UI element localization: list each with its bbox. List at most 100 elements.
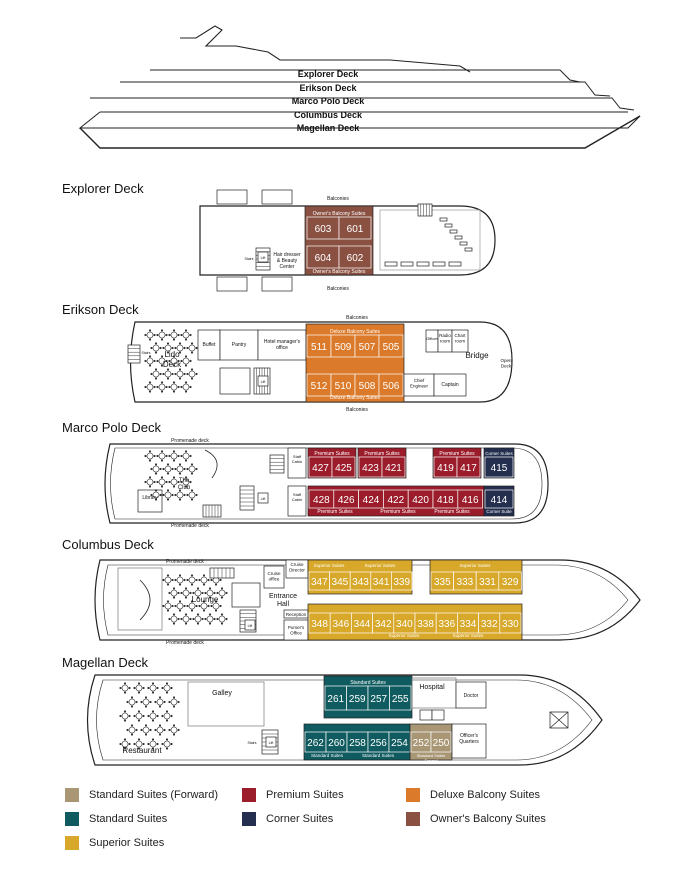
chair	[214, 583, 218, 586]
sunbed-small	[454, 235, 463, 240]
chair	[190, 489, 194, 492]
chair	[137, 719, 141, 722]
magellan-deck-title: Magellan Deck	[62, 655, 148, 670]
suite-group-label: Owner's Balcony Suites	[313, 269, 366, 275]
chair	[208, 622, 212, 625]
open-deck-label: Deck	[501, 364, 512, 369]
chair	[153, 480, 156, 484]
lift-label: Lift	[261, 380, 266, 384]
chair	[168, 480, 171, 484]
promenade-label: Promenade deck	[171, 523, 209, 529]
hair-dresser-label: & Beauty	[277, 258, 298, 264]
lido-table	[164, 370, 172, 378]
chair	[133, 714, 136, 718]
chair	[196, 596, 200, 599]
chair	[144, 385, 147, 389]
sunbed-small	[432, 261, 446, 267]
lounge-table	[182, 589, 190, 597]
chair	[171, 493, 174, 497]
lounge-bar-curve	[139, 579, 151, 621]
chair	[183, 493, 186, 497]
officer-label: Officer	[426, 336, 438, 341]
restaurant-table	[128, 726, 136, 734]
lido-table	[182, 357, 190, 365]
chair	[201, 591, 204, 595]
explorer-deck-title: Explorer Deck	[62, 181, 144, 196]
lido-table	[188, 370, 196, 378]
chair	[183, 467, 186, 471]
lido-table	[146, 357, 154, 365]
chair	[214, 609, 218, 612]
chief-engineer-label: Chief	[414, 378, 425, 383]
service-room	[219, 367, 251, 395]
chair	[184, 329, 188, 332]
cabin-number: 254	[391, 738, 408, 749]
chair	[166, 600, 170, 603]
chair	[160, 381, 164, 384]
cabin-415	[484, 456, 514, 478]
chair	[166, 368, 170, 371]
chair	[207, 604, 210, 608]
chair	[148, 390, 152, 393]
cabin-number: 250	[433, 738, 450, 749]
chair	[180, 385, 183, 389]
cabin-number: 423	[362, 463, 379, 474]
sunbed-small	[416, 261, 430, 267]
chair	[177, 359, 180, 363]
cabin-number: 428	[313, 495, 330, 506]
chair	[178, 377, 182, 380]
chair	[192, 591, 195, 595]
chair	[172, 476, 176, 479]
chair	[161, 714, 164, 718]
chair	[154, 377, 158, 380]
promenade-label: Promenade deck	[166, 640, 204, 646]
cabin-number: 511	[311, 342, 327, 353]
chair	[160, 355, 164, 358]
chair	[147, 714, 150, 718]
galley-label: Galley	[212, 690, 232, 697]
chair	[172, 329, 176, 332]
cabin-number: 505	[383, 342, 400, 353]
stairs	[127, 344, 141, 364]
chair	[123, 691, 127, 694]
chair	[190, 574, 194, 577]
chair	[186, 604, 189, 608]
chair	[180, 591, 183, 595]
chair	[148, 338, 152, 341]
chair	[184, 364, 188, 367]
chair	[184, 355, 188, 358]
cabin-number: 416	[462, 495, 479, 506]
chair	[144, 724, 148, 727]
chair	[189, 617, 192, 621]
chair	[189, 591, 192, 595]
cabin-505	[378, 334, 404, 358]
chair	[210, 578, 213, 582]
chair	[177, 385, 180, 389]
chair	[184, 338, 188, 341]
chair	[165, 454, 168, 458]
cabin-number: 507	[359, 342, 376, 353]
chair	[140, 700, 143, 704]
chair	[172, 485, 176, 488]
chair	[170, 742, 173, 746]
cabin-number: 260	[328, 738, 345, 749]
balconies-label: Balconies	[327, 196, 349, 202]
chair	[184, 613, 188, 616]
chair	[166, 472, 170, 475]
chair	[159, 372, 162, 376]
chair	[196, 613, 200, 616]
sunbed-small	[459, 241, 468, 246]
chair	[159, 346, 162, 350]
legend-swatch	[65, 788, 79, 802]
lift	[265, 736, 277, 748]
suite-group-label: Premium Suites	[434, 509, 470, 515]
lounge-table	[218, 615, 226, 623]
chair	[156, 359, 159, 363]
lift	[257, 251, 269, 263]
restaurant-table	[163, 712, 171, 720]
magellan-inner	[96, 679, 593, 761]
chair	[177, 728, 180, 732]
reception-label: Reception	[286, 612, 307, 617]
club-table	[146, 452, 154, 460]
chair	[166, 489, 170, 492]
